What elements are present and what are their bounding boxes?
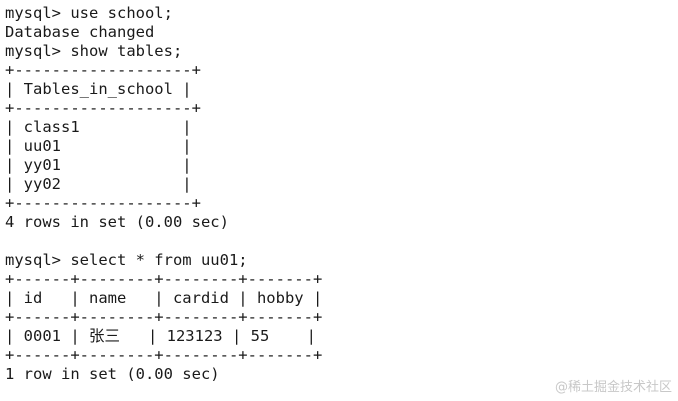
table-row: | yy02 | — [5, 175, 192, 193]
table-border-header: +------+--------+--------+-------+ — [5, 308, 323, 326]
table-header-row: | Tables_in_school | — [5, 80, 192, 98]
table-header-row: | id | name | cardid | hobby | — [5, 289, 323, 307]
table-border-header: +-------------------+ — [5, 99, 201, 117]
blank-line — [5, 232, 678, 251]
table-row: | yy01 | — [5, 156, 192, 174]
table-row: | class1 | — [5, 118, 192, 136]
table-border-bottom: +------+--------+--------+-------+ — [5, 346, 323, 364]
table-row: | uu01 | — [5, 137, 192, 155]
table-border-bottom: +-------------------+ — [5, 194, 201, 212]
table-border-top: +------+--------+--------+-------+ — [5, 270, 323, 288]
result-summary: 1 row in set (0.00 sec) — [5, 365, 220, 383]
result-summary: 4 rows in set (0.00 sec) — [5, 213, 229, 231]
table-border-top: +-------------------+ — [5, 61, 201, 79]
watermark: @稀土掘金技术社区 — [554, 380, 672, 395]
output-database-changed: Database changed — [5, 23, 155, 41]
command-line-show-tables: mysql> show tables; — [5, 42, 183, 60]
command-line-use-school: mysql> use school; — [5, 4, 173, 22]
command-line-select: mysql> select * from uu01; — [5, 251, 248, 269]
table-row: | 0001 | 张三 | 123123 | 55 | — [5, 327, 316, 345]
